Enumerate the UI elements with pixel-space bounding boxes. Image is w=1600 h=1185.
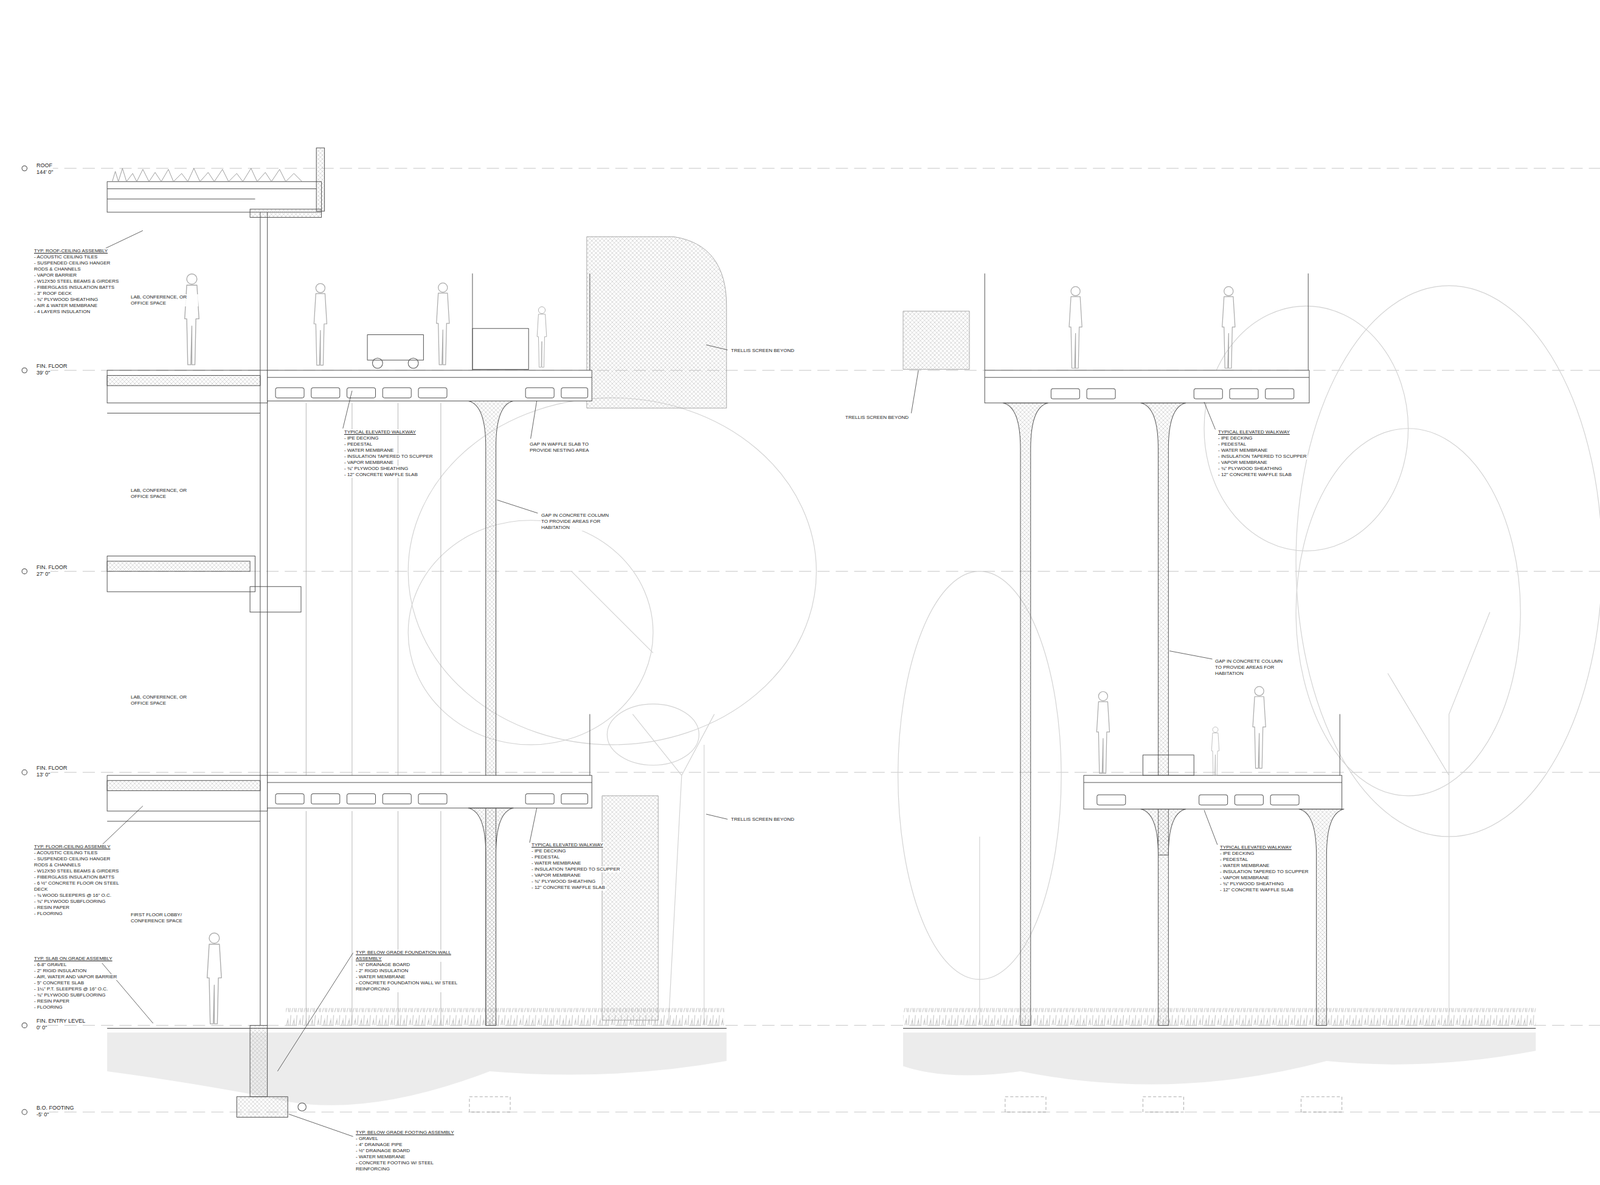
assembly-note: - ¾" PLYWOOD SHEATHING (530, 878, 596, 885)
assembly-note: - 2" RIGID INSULATION (33, 968, 87, 975)
assembly-note: - ¾" PLYWOOD SUBFLOORING (33, 898, 106, 905)
level-label: FIN. FLOOR (35, 363, 69, 370)
room-label: LAB, CONFERENCE, OR OFFICE SPACE (130, 294, 199, 307)
assembly-note: - ¾" PLYWOOD SHEATHING (33, 296, 99, 303)
assembly-note: - ¾" PLYWOOD SHEATHING (1217, 465, 1283, 472)
assembly-note: - WATER MEMBRANE (1219, 862, 1270, 870)
assembly-note: - ¾" PLYWOOD SUBFLOORING (33, 992, 106, 999)
assembly-note: - VAPOR MEMBRANE (530, 872, 582, 879)
level-label: FIN. FLOOR (35, 564, 69, 572)
assembly-note: - ¾" PLYWOOD SHEATHING (1219, 881, 1285, 888)
assembly-note: - VAPOR MEMBRANE (1219, 875, 1270, 882)
assembly-note: - ACOUSTIC CEILING TILES (33, 850, 98, 857)
assembly-note: - 4" DRAINAGE PIPE (355, 1142, 404, 1149)
assembly-note: - RESIN PAPER (33, 998, 70, 1005)
assembly-note: - IPE DECKING (530, 848, 567, 855)
assembly-note: - PEDESTAL (530, 854, 561, 861)
level-label: 0' 0" (35, 1024, 48, 1032)
assembly-note: - SUSPENDED CEILING HANGER RODS & CHANNE… (33, 856, 126, 869)
assembly-note: - 12" CONCRETE WAFFLE SLAB (530, 884, 606, 891)
assembly-note: TYP. BELOW GRADE FOUNDATION WALL ASSEMBL… (355, 949, 463, 963)
assembly-note: - W12X50 STEEL BEAMS & GIRDERS (33, 278, 120, 285)
assembly-note: - WATER MEMBRANE (530, 860, 582, 867)
assembly-note: - 5" CONCRETE SLAB (33, 980, 85, 987)
assembly-note: TYPICAL ELEVATED WALKWAY (1219, 844, 1293, 851)
room-label: LAB, CONFERENCE, OR OFFICE SPACE (130, 487, 199, 500)
assembly-note: - IPE DECKING (1219, 850, 1255, 857)
assembly-note: - 3" ROOF DECK (33, 290, 73, 297)
assembly-note: - PEDESTAL (1217, 441, 1247, 448)
callout-note: TRELLIS SCREEN BEYOND (844, 414, 910, 421)
level-label: B.O. FOOTING (35, 1104, 75, 1112)
assembly-note: - FIBERGLASS INSULATION BATTS (33, 874, 115, 881)
assembly-note: - ACOUSTIC CEILING TILES (33, 254, 98, 261)
assembly-note: - 12" CONCRETE WAFFLE SLAB (343, 471, 419, 478)
level-label: FIN. ENTRY LEVEL (35, 1018, 86, 1025)
assembly-note: - VAPOR BARRIER (33, 272, 78, 279)
assembly-note: - ½" DRAINAGE BOARD (355, 1148, 411, 1155)
assembly-note: TYPICAL ELEVATED WALKWAY (1217, 429, 1291, 436)
assembly-note: - VAPOR MEMBRANE (1217, 459, 1268, 466)
assembly-note: - 2" RIGID INSULATION (355, 968, 409, 975)
callout-note: TRELLIS SCREEN BEYOND (730, 347, 795, 354)
assembly-note: - INSULATION TAPERED TO SCUPPER (343, 453, 434, 460)
assembly-note: - CONCRETE FOOTING W/ STEEL REINFORCING (355, 1160, 466, 1173)
assembly-note: - ½" DRAINAGE BOARD (355, 962, 411, 969)
assembly-note: - WATER MEMBRANE (355, 1154, 406, 1161)
assembly-note: - WATER MEMBRANE (343, 447, 395, 454)
assembly-note: - IPE DECKING (343, 435, 379, 442)
assembly-note: - AIR & WATER MEMBRANE (33, 302, 98, 309)
assembly-note: - INSULATION TAPERED TO SCUPPER (1217, 453, 1308, 460)
room-label: FIRST FLOOR LOBBY/ CONFERENCE SPACE (130, 912, 202, 925)
assembly-note: - PEDESTAL (343, 441, 373, 448)
assembly-note: - PEDESTAL (1219, 856, 1249, 863)
assembly-note: TYP. FLOOR-CEILING ASSEMBLY (33, 844, 112, 851)
assembly-note: TYP. SLAB ON GRADE ASSEMBLY (33, 955, 114, 963)
assembly-note: - 1¼" P.T. SLEEPERS @ 16" O.C. (33, 986, 109, 993)
assembly-note: - 12" CONCRETE WAFFLE SLAB (1217, 471, 1293, 478)
assembly-note: - INSULATION TAPERED TO SCUPPER (1219, 869, 1310, 876)
assembly-note: TYP. BELOW GRADE FOOTING ASSEMBLY (355, 1129, 455, 1136)
assembly-note: - FIBERGLASS INSULATION BATTS (33, 284, 115, 291)
assembly-note: - 6-8" GRAVEL (33, 962, 67, 969)
assembly-note: TYPICAL ELEVATED WALKWAY (530, 842, 604, 849)
callout-note: GAP IN CONCRETE COLUMN TO PROVIDE AREAS … (1214, 658, 1289, 677)
assembly-note: - ¾ WOOD SLEEPERS @ 16" O.C. (33, 892, 112, 899)
callout-note: GAP IN CONCRETE COLUMN TO PROVIDE AREAS … (540, 512, 615, 531)
assembly-note: - WATER MEMBRANE (355, 974, 406, 981)
assembly-note: - 6 ½" CONCRETE FLOOR ON STEEL DECK (33, 880, 126, 893)
assembly-note: - SUSPENDED CEILING HANGER RODS & CHANNE… (33, 260, 126, 273)
assembly-note: - VAPOR MEMBRANE (343, 459, 395, 466)
assembly-note: - AIR, WATER AND VAPOR BARRIER (33, 974, 118, 981)
level-label: FIN. FLOOR (35, 765, 69, 772)
assembly-note: - FLOORING (33, 910, 64, 918)
level-label: -5' 0" (35, 1111, 50, 1119)
assembly-note: - W12X50 STEEL BEAMS & GIRDERS (33, 868, 120, 875)
level-label: 144' 0" (35, 169, 54, 176)
assembly-note: TYP. ROOF-CEILING ASSEMBLY (33, 248, 109, 255)
assembly-note: - GRAVEL (355, 1135, 379, 1143)
assembly-note: - RESIN PAPER (33, 904, 70, 911)
assembly-note: - 4 LAYERS INSULATION (33, 308, 91, 316)
assembly-note: - ¾" PLYWOOD SHEATHING (343, 465, 409, 472)
assembly-note: - INSULATION TAPERED TO SCUPPER (530, 866, 621, 873)
level-label: ROOF (35, 162, 53, 170)
assembly-note: - CONCRETE FOUNDATION WALL W/ STEEL REIN… (355, 980, 463, 993)
callout-note: GAP IN WAFFLE SLAB TO PROVIDE NESTING AR… (529, 441, 610, 454)
assembly-note: - IPE DECKING (1217, 435, 1253, 442)
room-label: LAB, CONFERENCE, OR OFFICE SPACE (130, 694, 199, 707)
assembly-note: - WATER MEMBRANE (1217, 447, 1268, 454)
assembly-note: - FLOORING (33, 1004, 64, 1011)
level-label: 13' 0" (35, 771, 51, 779)
level-label: 27' 0" (35, 571, 51, 578)
callout-note: TRELLIS SCREEN BEYOND (730, 816, 795, 823)
assembly-note: TYPICAL ELEVATED WALKWAY (343, 429, 417, 436)
assembly-note: - 12" CONCRETE WAFFLE SLAB (1219, 887, 1295, 894)
level-label: 39' 0" (35, 369, 51, 377)
